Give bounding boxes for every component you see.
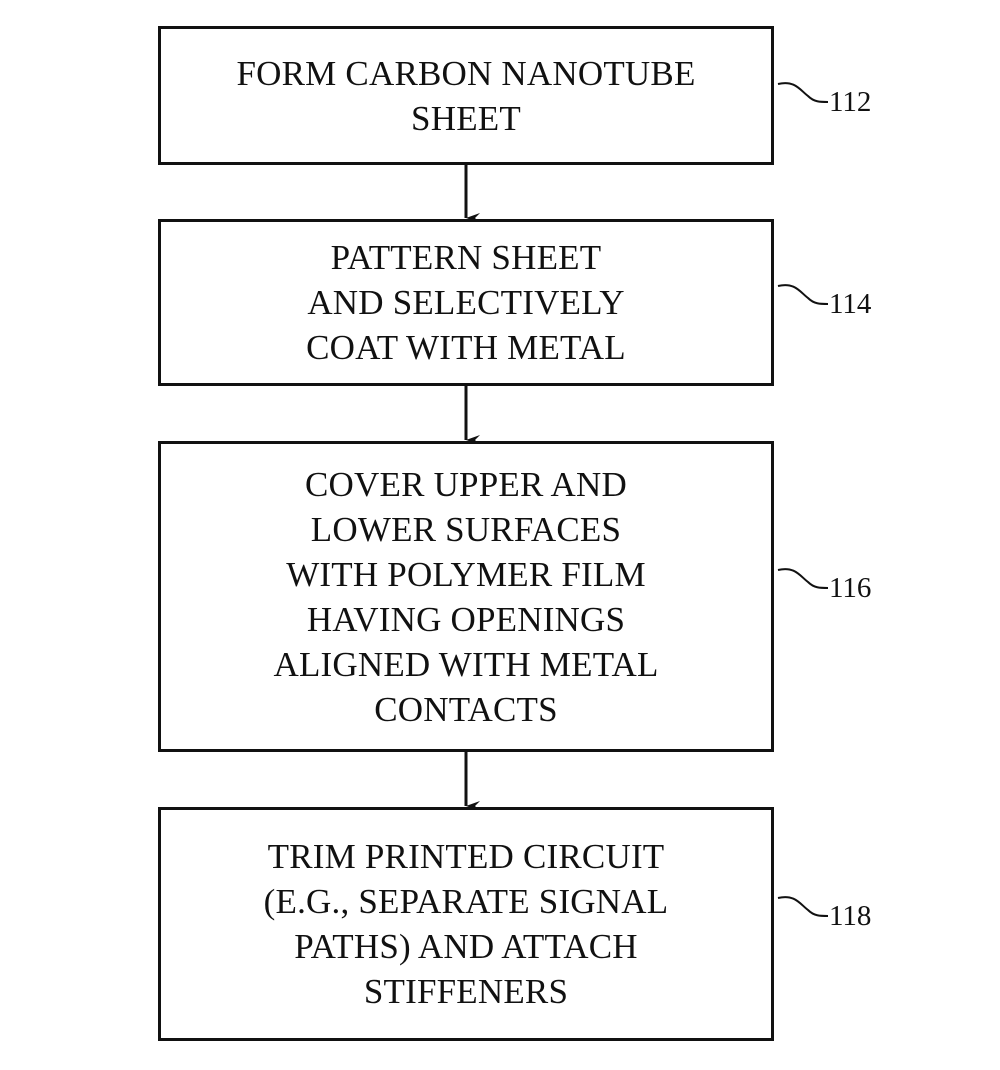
step-118-line: TRIM PRINTED CIRCUIT	[267, 837, 665, 876]
leader-112	[777, 82, 829, 103]
step-116-line: COVER UPPER AND	[305, 464, 627, 504]
leader-114	[777, 284, 829, 305]
leader-118	[777, 896, 829, 917]
step-112-line: FORM CARBON NANOTUBE	[236, 53, 696, 93]
step-114-line: COAT WITH METAL	[306, 328, 626, 367]
leader-116	[777, 568, 829, 589]
step-118-line: (E.G., SEPARATE SIGNAL	[263, 882, 669, 921]
step-114-line: AND SELECTIVELY	[307, 283, 625, 322]
step-116-line: LOWER SURFACES	[310, 509, 622, 549]
step-112-line: SHEET	[411, 98, 521, 138]
ref-114: 114	[829, 288, 872, 320]
ref-116: 116	[829, 572, 872, 604]
step-116-line: HAVING OPENINGS	[306, 599, 626, 639]
step-112-box: FORM CARBON NANOTUBE SHEET	[158, 26, 774, 165]
step-114-line: PATTERN SHEET	[330, 238, 602, 277]
step-118-line: PATHS) AND ATTACH	[294, 927, 638, 966]
step-116-line: ALIGNED WITH METAL	[273, 644, 659, 684]
step-116-line: WITH POLYMER FILM	[286, 554, 646, 594]
step-114-box: PATTERN SHEET AND SELECTIVELY COAT WITH …	[158, 219, 774, 386]
ref-118: 118	[829, 900, 872, 932]
step-118-line: STIFFENERS	[363, 972, 569, 1011]
step-118-box: TRIM PRINTED CIRCUIT (E.G., SEPARATE SIG…	[158, 807, 774, 1041]
step-116-box: COVER UPPER AND LOWER SURFACES WITH POLY…	[158, 441, 774, 752]
step-116-line: CONTACTS	[374, 689, 558, 729]
ref-112: 112	[829, 86, 872, 118]
